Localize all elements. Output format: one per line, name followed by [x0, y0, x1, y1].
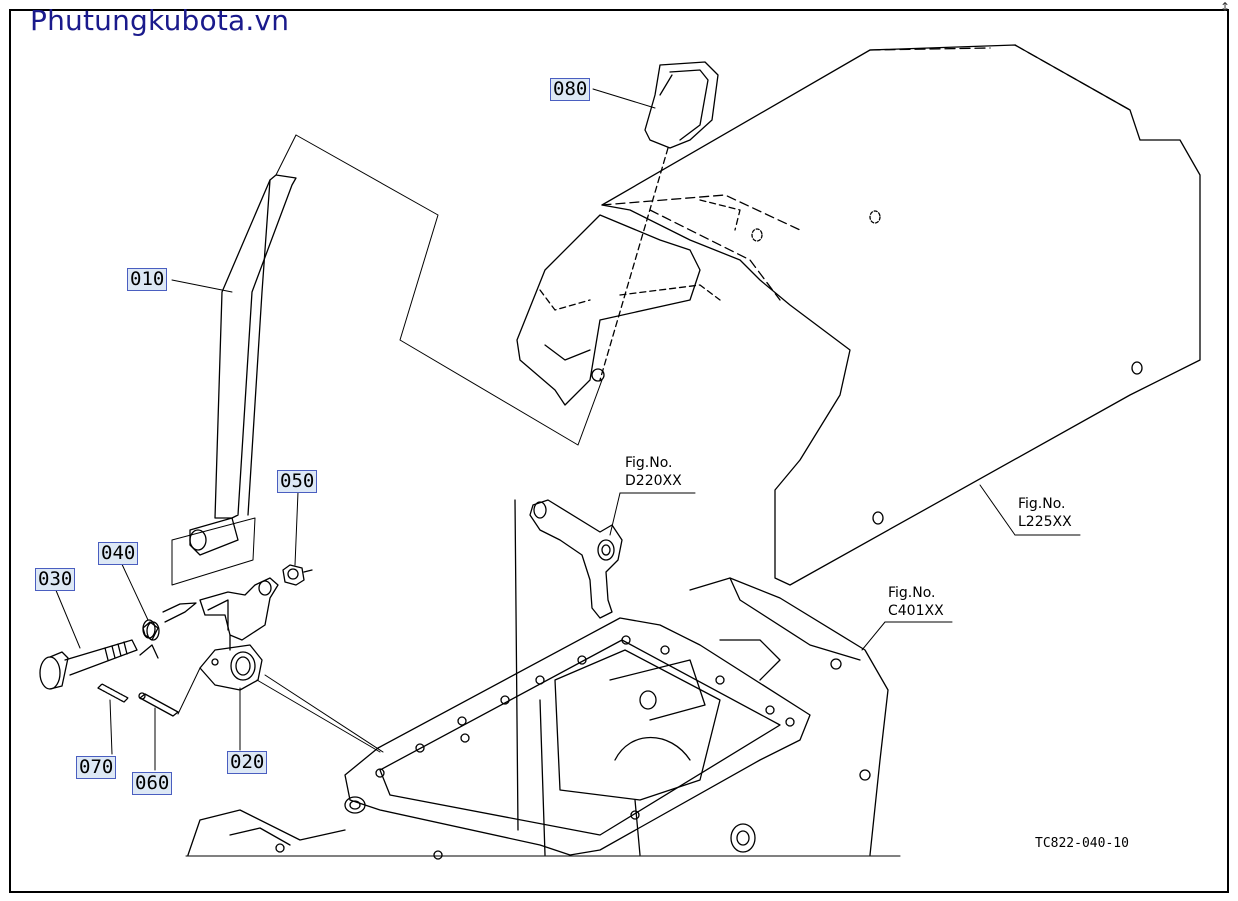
watermark-text: Phutungkubota.vn — [30, 4, 290, 37]
figref-l225-label: Fig.No. — [1018, 496, 1066, 512]
nut-050-drawing — [282, 564, 313, 586]
figref-c401-code: C401XX — [888, 603, 944, 619]
figref-d220-label: Fig.No. — [625, 455, 673, 471]
callout-020[interactable]: 020 — [227, 751, 268, 774]
figref-c401[interactable]: Fig.No. C401XX — [888, 584, 944, 620]
figref-d220-code: D220XX — [625, 473, 682, 489]
callout-010[interactable]: 010 — [127, 268, 168, 291]
callout-040[interactable]: 040 — [98, 542, 139, 565]
knob-080-drawing — [599, 61, 719, 381]
callout-080[interactable]: 080 — [550, 78, 591, 101]
leader-lines — [54, 88, 1081, 771]
corner-mark: ↕ — [1220, 0, 1231, 14]
pin-060-drawing — [138, 692, 179, 717]
figref-d220[interactable]: Fig.No. D220XX — [625, 454, 682, 490]
bolt-030-drawing — [39, 639, 138, 690]
diagram-code: TC822-040-10 — [1035, 836, 1129, 851]
pin-070-drawing — [97, 683, 129, 703]
drawing-frame — [9, 9, 1229, 893]
lever-010-drawing — [171, 134, 603, 586]
transmission-case-drawing — [185, 577, 901, 860]
callout-060[interactable]: 060 — [132, 772, 173, 795]
callout-030[interactable]: 030 — [35, 568, 76, 591]
figref-l225[interactable]: Fig.No. L225XX — [1018, 495, 1072, 531]
callout-070[interactable]: 070 — [76, 756, 117, 779]
figref-l225-code: L225XX — [1018, 514, 1072, 530]
fender-cover — [516, 44, 1201, 586]
arm-d220-drawing — [514, 499, 623, 831]
spring-040-drawing — [139, 602, 197, 659]
callout-050[interactable]: 050 — [277, 470, 318, 493]
pivot-020-drawing — [199, 577, 279, 691]
figref-c401-label: Fig.No. — [888, 585, 936, 601]
